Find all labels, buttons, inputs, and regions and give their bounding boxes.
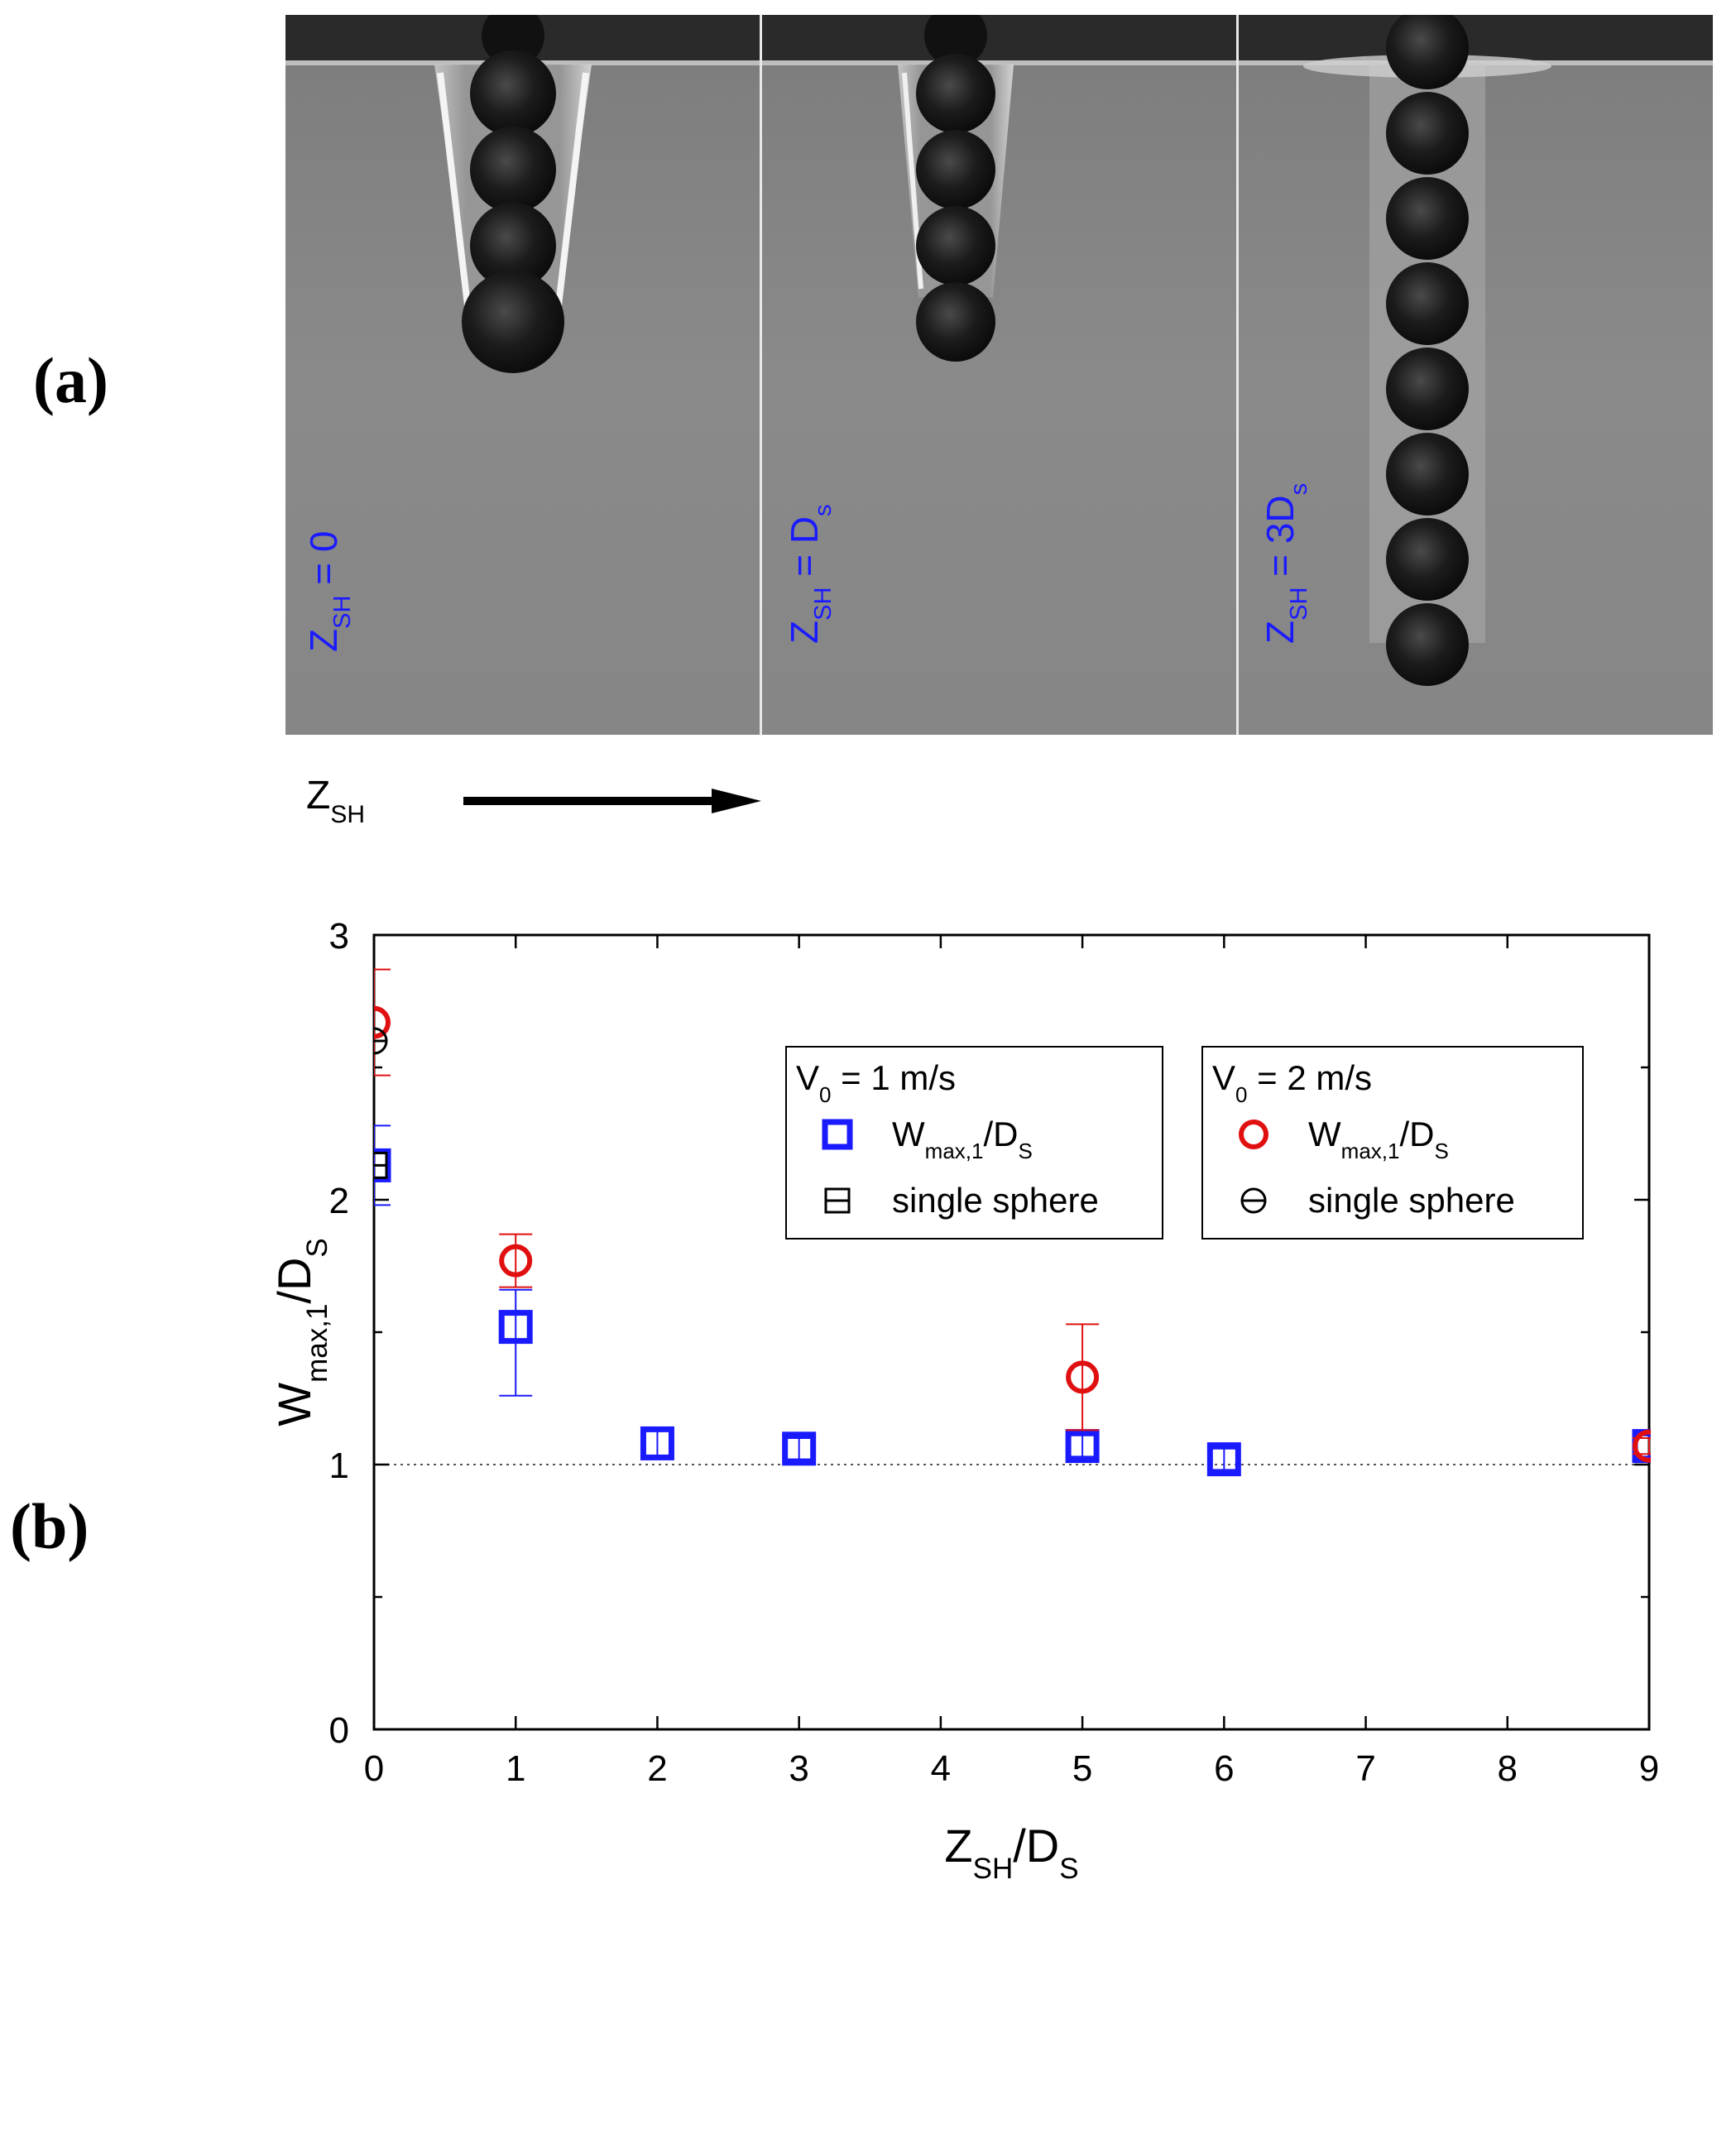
photo-frame-2: ZSH = Ds: [761, 15, 1237, 735]
legend-marker: [1239, 1120, 1268, 1149]
x-tick-label: 2: [647, 1748, 667, 1789]
sphere-chain-photo: ZSH = 0 ZSH = Ds ZSH = 3Ds: [285, 15, 1713, 735]
series-2: [374, 968, 1651, 1463]
y-tick-label: 0: [329, 1710, 349, 1751]
series-3: [374, 1151, 388, 1179]
y-tick-label: 2: [329, 1181, 349, 1221]
x-tick-label: 7: [1355, 1748, 1375, 1789]
legend-marker: [824, 1187, 851, 1214]
legend-entry-label: single sphere: [892, 1181, 1099, 1220]
data-point: [640, 1426, 674, 1460]
legend-marker: [1240, 1187, 1267, 1214]
arrow-head: [712, 789, 761, 813]
frame-label-3: ZSH = 3Ds: [1259, 483, 1312, 644]
legend-marker: [822, 1119, 853, 1150]
arrow-label: ZSH: [306, 774, 365, 828]
y-tick-label: 1: [329, 1446, 349, 1486]
arrow-shaft: [463, 797, 712, 805]
photo-frame-3: ZSH = 3Ds: [1237, 15, 1713, 735]
data-point: [374, 1148, 391, 1182]
legend-entry-label: Wmax,1/DS: [892, 1115, 1033, 1163]
data-point: [1065, 1429, 1100, 1464]
data-point: [1206, 1442, 1241, 1477]
frame-label-2: ZSH = Ds: [783, 504, 837, 644]
series-4: [374, 1027, 388, 1055]
data-layer: [374, 968, 1651, 1477]
y-tick-label: 3: [329, 916, 349, 957]
data-point: [374, 1005, 391, 1039]
legend-entry-label: Wmax,1/DS: [1308, 1115, 1449, 1163]
panel-label-b: (b): [10, 1490, 89, 1562]
data-point: [499, 1244, 533, 1278]
x-tick-label: 6: [1214, 1748, 1234, 1789]
z-sh-arrow: ZSH: [306, 774, 761, 828]
x-axis-label: ZSH/DS: [944, 1820, 1078, 1885]
photo-frame-1: ZSH = 0: [285, 15, 761, 735]
x-tick-label: 1: [506, 1748, 525, 1789]
panel-label-a: (a): [33, 344, 108, 416]
x-tick-label: 8: [1498, 1748, 1518, 1789]
data-point: [782, 1431, 817, 1466]
data-point: [374, 1151, 388, 1179]
data-point: [498, 1310, 533, 1345]
x-tick-label: 3: [789, 1748, 808, 1789]
x-tick-label: 0: [364, 1748, 384, 1789]
data-point: [1066, 1360, 1100, 1394]
legend-entry-label: single sphere: [1308, 1181, 1515, 1220]
legend-title: V0 = 2 m/s: [1212, 1058, 1372, 1107]
x-tick-label: 9: [1639, 1748, 1659, 1789]
data-point: [374, 1027, 388, 1055]
legend-title: V0 = 1 m/s: [796, 1058, 956, 1107]
y-axis-label: Wmax,1/DS: [268, 1238, 333, 1427]
data-point: [1633, 1429, 1651, 1463]
x-tick-label: 4: [931, 1748, 951, 1789]
x-tick-label: 5: [1072, 1748, 1092, 1789]
frame-label-1: ZSH = 0: [302, 531, 356, 652]
